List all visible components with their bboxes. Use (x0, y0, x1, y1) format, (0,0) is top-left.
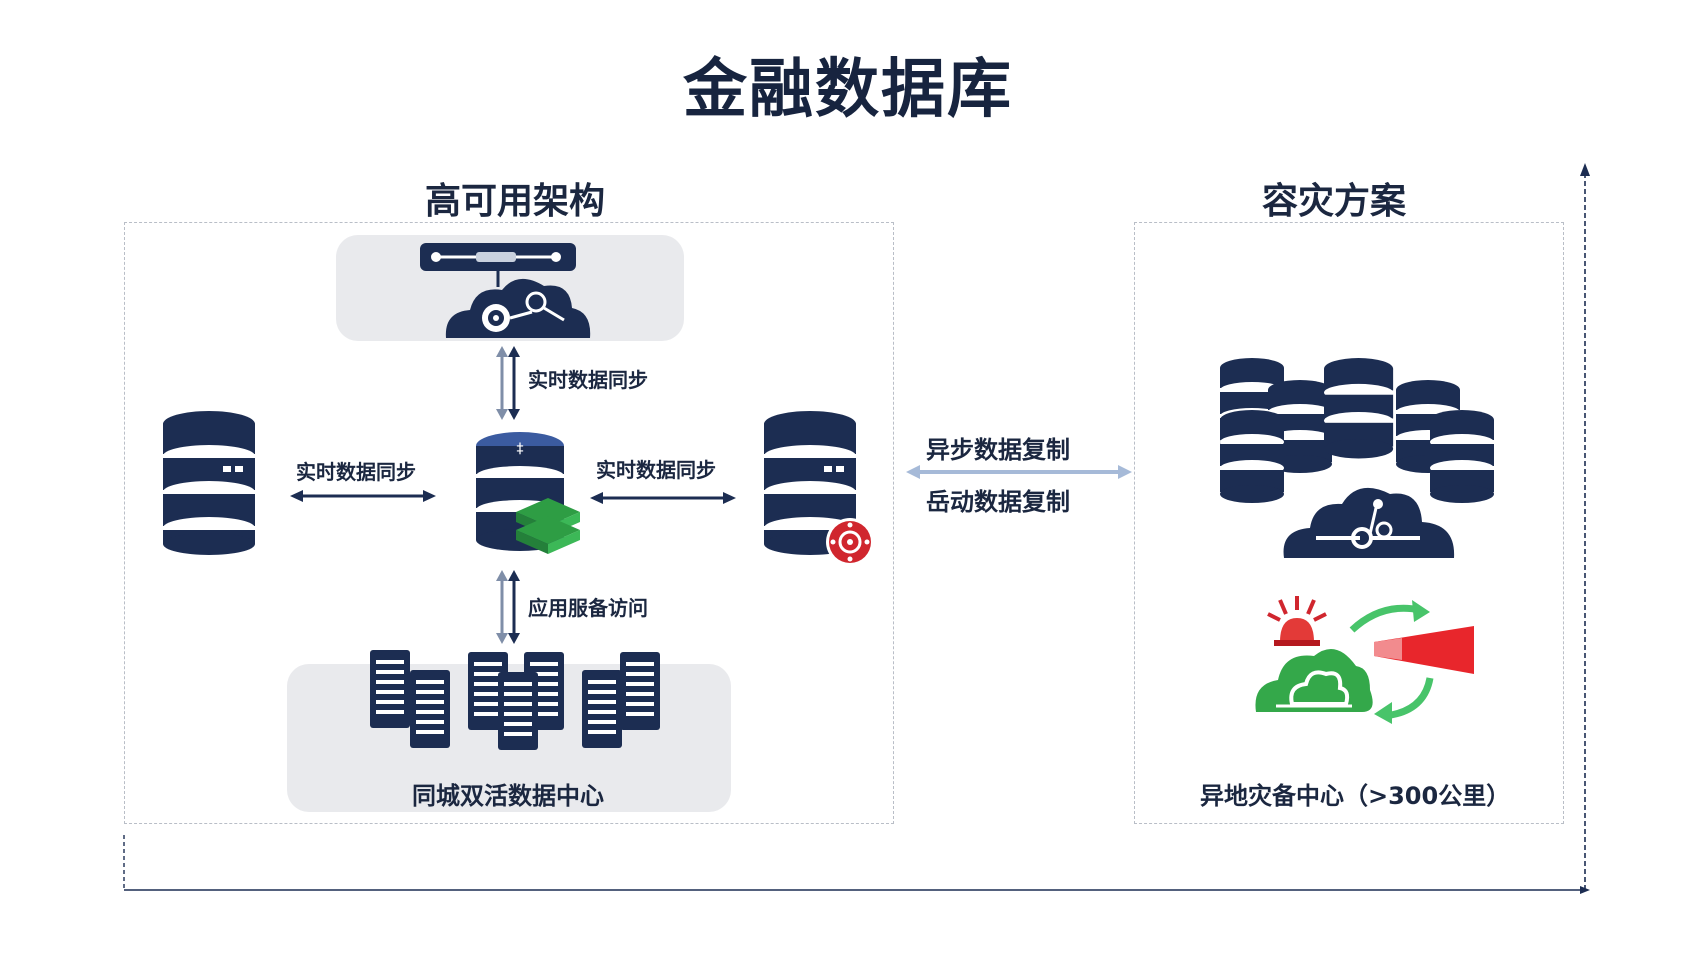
app-access-arrow (496, 570, 520, 644)
database-green-stack-icon: ‡ (476, 432, 580, 554)
ha-container (124, 222, 894, 824)
sync-left-arrow (290, 490, 436, 502)
sync-right-label: 实时数据同步 (596, 458, 716, 482)
svg-text:‡: ‡ (517, 441, 524, 457)
database-icon (163, 411, 255, 555)
replication-arrow (906, 465, 1132, 479)
dc-label: 同城双活数据中心 (412, 782, 604, 810)
page-title: 金融数据库 (683, 53, 1013, 127)
cloud-network-icon (1283, 487, 1455, 558)
cloud-gear-icon (445, 278, 591, 338)
app-access-label: 应用服备访问 (528, 596, 648, 620)
server-rack-icon (370, 650, 660, 750)
load-balancer-icon (420, 243, 576, 287)
database-red-gear-icon (764, 411, 874, 566)
sync-top-label: 实时数据同步 (528, 368, 648, 392)
sync-top-arrow (496, 346, 520, 420)
activate-copy-label: 岳动数据复制 (926, 488, 1070, 516)
sync-left-label: 实时数据同步 (296, 460, 416, 484)
async-copy-label: 异步数据复制 (926, 436, 1070, 464)
alarm-cloud-icon (1255, 596, 1474, 724)
dr-container (1134, 222, 1564, 824)
database-cluster-icon (1220, 358, 1494, 503)
dr-heading: 容灾方案 (1262, 181, 1407, 222)
ha-heading: 高可用架构 (425, 181, 606, 222)
sync-right-arrow (590, 492, 736, 504)
dr-center-label: 异地灾备中心（>300公里） (1200, 782, 1511, 810)
